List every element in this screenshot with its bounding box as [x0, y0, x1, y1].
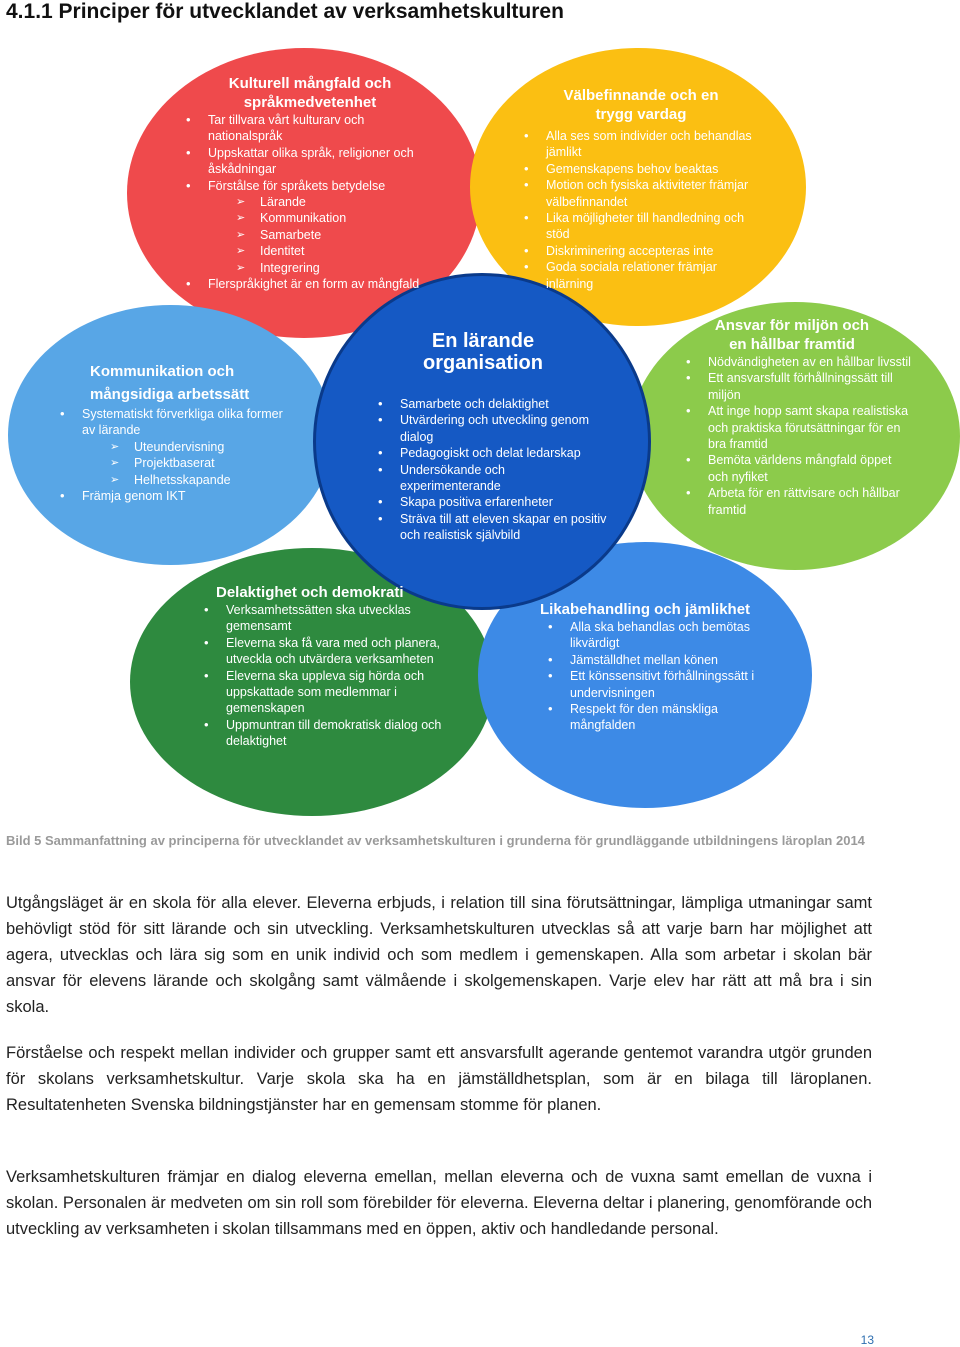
bullet-item: Ett ansvarsfullt förhållningssätt till m…	[684, 370, 912, 403]
circle-list: Samarbete och delaktighetUtvärdering och…	[376, 396, 608, 544]
circle-title: Ansvar för miljön och en hållbar framtid	[714, 317, 870, 353]
circle-list: Systematiskt förverkliga olika former av…	[58, 406, 290, 505]
sub-bullet-item: Samarbete	[184, 227, 436, 244]
circle-list: Verksamhetssätten ska utvecklas gemensam…	[202, 602, 442, 750]
paragraph-2: Förståelse och respekt mellan individer …	[6, 1044, 872, 1114]
circle-light-blue-text: Kommunikation och mångsidiga arbetssätt …	[60, 360, 290, 505]
sub-bullet-item: Projektbaserat	[58, 455, 290, 472]
bullet-item: Verksamhetssätten ska utvecklas gemensam…	[202, 602, 442, 635]
circle-title: En lärande organisation	[422, 330, 543, 374]
bullet-item: Systematiskt förverkliga olika former av…	[58, 406, 290, 439]
figure-caption: Bild 5 Sammanfattning av principerna för…	[6, 833, 865, 848]
bullet-item: Eleverna ska uppleva sig hörda och uppsk…	[202, 668, 442, 717]
principles-diagram: Kulturell mångfald och språkmedvetenhet …	[0, 40, 960, 820]
bullet-item: Uppskattar olika språk, religioner och å…	[184, 145, 436, 178]
circle-list: Tar tillvara vårt kulturarv och national…	[184, 112, 436, 293]
bullet-item: Goda sociala relationer främjar inlärnin…	[522, 259, 760, 292]
bullet-item: Eleverna ska få vara med och planera, ut…	[202, 635, 442, 668]
bullet-item: Att inge hopp samt skapa realistiska och…	[684, 403, 912, 452]
sub-bullet-item: Uteundervisning	[58, 439, 290, 456]
sub-bullet-item: Helhetsskapande	[58, 472, 290, 489]
bullet-item: Motion och fysiska aktiviteter främjar v…	[522, 177, 760, 210]
bullet-item: Alla ses som individer och behandlas jäm…	[522, 128, 760, 161]
circle-title: Kulturell mångfald och språkmedvetenhet	[228, 75, 392, 111]
page-number: 13	[860, 1333, 874, 1347]
bullet-item: Arbeta för en rättvisare och hållbar fra…	[684, 485, 912, 518]
bullet-item: Samarbete och delaktighet	[376, 396, 608, 413]
bullet-item: Alla ska behandlas och bemötas likvärdig…	[546, 619, 766, 652]
circle-center-text: En lärande organisation Samarbete och de…	[358, 330, 608, 544]
bullet-item: Sträva till att eleven skapar en positiv…	[376, 511, 608, 544]
circle-green-light-text: Ansvar för miljön och en hållbar framtid…	[672, 316, 912, 518]
circle-title: Delaktighet och demokrati	[216, 584, 404, 601]
paragraph-1: Utgångsläget är en skola för alla elever…	[6, 894, 872, 1016]
bullet-item: Nödvändigheten av en hållbar livsstil	[684, 354, 912, 371]
bullet-item: Gemenskapens behov beaktas	[522, 161, 760, 178]
circle-mid-blue-text: Likabehandling och jämlikhet Alla ska be…	[516, 600, 766, 734]
bullet-item: Bemöta världens mångfald öppet och nyfik…	[684, 452, 912, 485]
bullet-item: Tar tillvara vårt kulturarv och national…	[184, 112, 436, 145]
bullet-item: Främja genom IKT	[58, 488, 290, 505]
circle-green-dark-text: Delaktighet och demokrati Verksamhetssät…	[202, 583, 442, 750]
bullet-item: Utvärdering och utveckling genom dialog	[376, 412, 608, 445]
bullet-item: Förstålse för språkets betydelse	[184, 178, 436, 195]
bullet-item: Respekt för den mänskliga mångfalden	[546, 701, 766, 734]
section-heading: 4.1.1 Principer för utvecklandet av verk…	[6, 0, 564, 23]
circle-title: Kommunikation och mångsidiga arbetssätt	[90, 363, 250, 403]
bullet-item: Lika möjligheter till handledning och st…	[522, 210, 760, 243]
bullet-item: Diskriminering accepteras inte	[522, 243, 760, 260]
circle-list: Alla ses som individer och behandlas jäm…	[522, 128, 760, 292]
bullet-item: Skapa positiva erfarenheter	[376, 494, 608, 511]
sub-bullet-item: Integrering	[184, 260, 436, 277]
paragraph-3: Verksamhetskulturen främjar en dialog el…	[6, 1168, 872, 1238]
bullet-item: Ett könssensitivt förhållningssätt i und…	[546, 668, 766, 701]
bullet-item: Jämställdhet mellan könen	[546, 652, 766, 669]
bullet-item: Pedagogiskt och delat ledarskap	[376, 445, 608, 462]
sub-bullet-item: Identitet	[184, 243, 436, 260]
bullet-item: Uppmuntran till demokratisk dialog och d…	[202, 717, 442, 750]
circle-title: Välbefinnande och en trygg vardag	[563, 87, 719, 123]
circle-red-text: Kulturell mångfald och språkmedvetenhet …	[184, 74, 436, 293]
circle-list: Nödvändigheten av en hållbar livsstilEtt…	[684, 354, 912, 518]
circle-yellow-text: Välbefinnande och en trygg vardag Alla s…	[522, 86, 760, 292]
bullet-item: Flerspråkighet är en form av mångfald	[184, 276, 436, 293]
sub-bullet-item: Lärande	[184, 194, 436, 211]
sub-bullet-item: Kommunikation	[184, 210, 436, 227]
circle-list: Alla ska behandlas och bemötas likvärdig…	[546, 619, 766, 734]
bullet-item: Undersökande och experimenterande	[376, 462, 608, 495]
circle-title: Likabehandling och jämlikhet	[540, 601, 751, 618]
